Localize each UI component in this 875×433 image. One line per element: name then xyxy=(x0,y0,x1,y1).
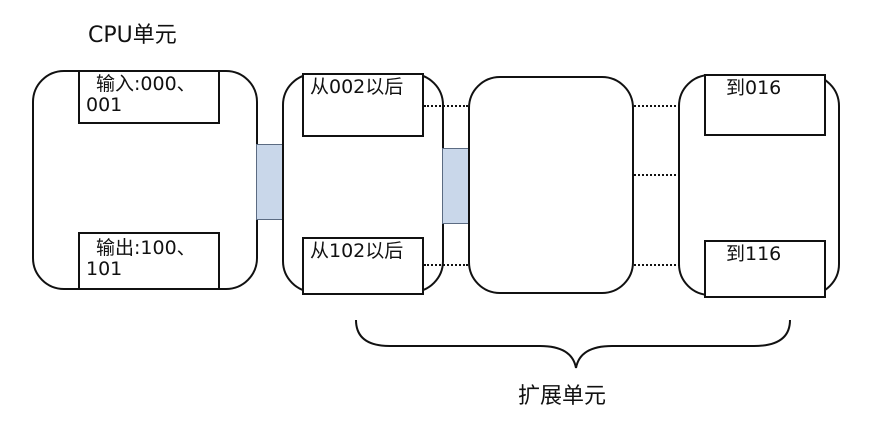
cpu-output-line2: 101 xyxy=(86,257,123,280)
expansion3-input-box: 到016 xyxy=(704,74,826,136)
dotted-line-middle xyxy=(634,174,680,176)
cpu-unit-title: CPU单元 xyxy=(88,23,177,48)
expansion-unit-1: 从002以后 从102以后 xyxy=(282,73,444,295)
expansion3-output-text: 到116 xyxy=(726,243,782,265)
cpu-input-box: 输入:000、 001 xyxy=(78,70,220,124)
expansion3-input-text: 到016 xyxy=(726,77,782,99)
expansion1-output-box: 从102以后 xyxy=(302,237,424,295)
expansion-unit-3: 到016 到116 xyxy=(678,74,840,298)
expansion3-output-box: 到116 xyxy=(704,240,826,298)
dotted-line-input-1 xyxy=(424,105,468,107)
dotted-line-output-1 xyxy=(424,264,468,266)
cpu-output-box: 输出:100、 101 xyxy=(78,232,220,290)
expansion-unit-label: 扩展单元 xyxy=(518,384,607,409)
expansion1-input-text: 从002以后 xyxy=(310,76,404,98)
dotted-line-input-2 xyxy=(634,105,680,107)
expansion1-input-box: 从002以后 xyxy=(302,73,424,137)
expansion-unit-2 xyxy=(468,76,634,294)
dotted-line-output-2 xyxy=(634,264,680,266)
cpu-output-line1: 输出:100、 xyxy=(96,237,196,259)
cpu-input-line2: 001 xyxy=(86,93,123,116)
expansion1-output-text: 从102以后 xyxy=(310,240,404,262)
cpu-input-line1: 输入:000、 xyxy=(96,73,196,95)
